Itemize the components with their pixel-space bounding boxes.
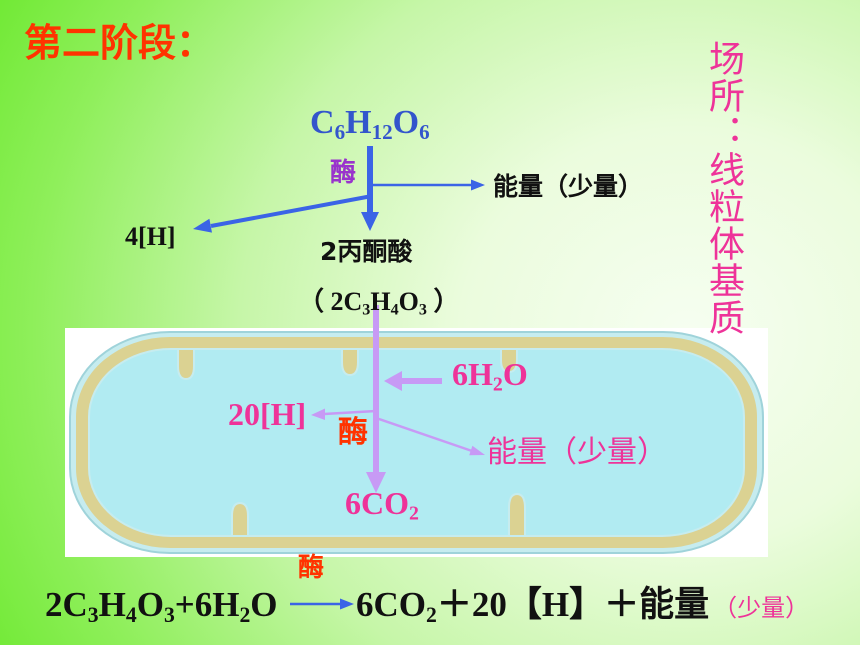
- crista: [177, 350, 195, 381]
- mitochondrion: [65, 328, 768, 557]
- pyruvate-formula: （ 2C3H4O3 ）: [298, 287, 460, 319]
- arrow-pyruvate-to-co2: [366, 305, 386, 493]
- arrow-to-20h: [311, 408, 377, 420]
- arrow-glucose-to-pyruvate: [361, 146, 379, 231]
- hydrogen-output-label: 20[H]: [228, 396, 307, 432]
- location-label: 场所：线粒体基质: [703, 40, 744, 336]
- pyruvate-name: 2丙酮酸: [320, 237, 413, 266]
- mitochondrial-matrix: [88, 348, 745, 537]
- equation-note: （少量）: [713, 594, 810, 622]
- equation-products: 6CO2＋20【H】＋能量: [356, 585, 710, 628]
- energy-label-matrix: 能量（少量）: [487, 435, 667, 470]
- crista: [231, 501, 249, 535]
- enzyme-label-upper: 酶: [330, 158, 357, 188]
- water-input-label: 6H2O: [452, 356, 528, 396]
- arrow-water-input: [384, 371, 442, 391]
- enzyme-label-equation: 酶: [298, 553, 325, 583]
- co2-output-label: 6CO2: [345, 485, 419, 525]
- arrow-equation: [290, 598, 354, 610]
- enzyme-label-matrix: 酶: [338, 415, 368, 450]
- equation-products-row: 6CO2＋20【H】＋能量 （少量）: [356, 585, 810, 628]
- arrow-to-energy-matrix: [375, 416, 485, 456]
- equation-reactants: 2C3H4O3+6H2O: [45, 585, 278, 628]
- energy-label-upper: 能量（少量）: [493, 172, 644, 201]
- crista: [341, 350, 359, 377]
- crista: [500, 350, 518, 374]
- crista: [508, 492, 526, 535]
- glucose-formula: C6H12O6: [310, 104, 430, 144]
- arrow-to-energy-upper: [370, 179, 485, 191]
- hydrogen-label-upper: 4[H]: [125, 222, 176, 251]
- slide-title: 第二阶段：: [24, 21, 215, 65]
- arrow-to-4h: [193, 194, 373, 233]
